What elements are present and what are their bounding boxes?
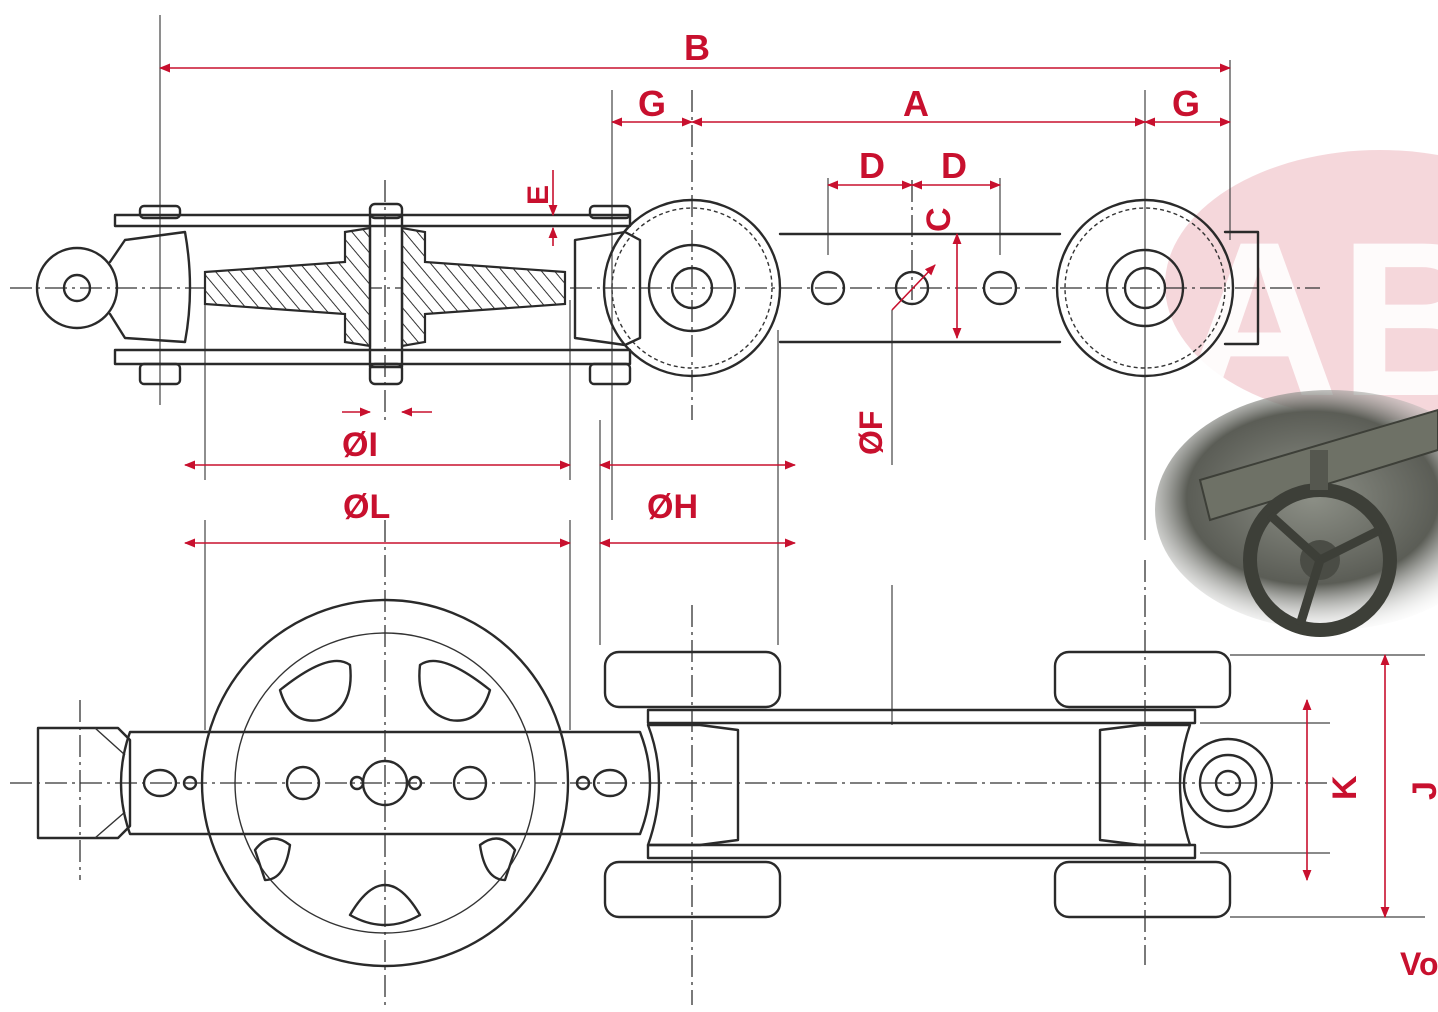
label-A: A bbox=[903, 83, 929, 124]
label-J: J bbox=[1406, 781, 1438, 800]
label-D-left: D bbox=[859, 145, 885, 186]
label-B: B bbox=[684, 27, 710, 68]
label-L: ØL bbox=[343, 488, 390, 526]
label-G-left: G bbox=[638, 83, 666, 124]
top-view bbox=[10, 90, 1320, 420]
chain-photo-inset bbox=[1155, 390, 1438, 637]
label-H: ØH bbox=[647, 488, 698, 526]
label-K: K bbox=[1326, 775, 1364, 800]
dimension-labels: B G A G D D E C ØF ØI ØL ØH K J Vo bbox=[342, 27, 1438, 982]
label-C: C bbox=[920, 207, 958, 232]
label-I: ØI bbox=[342, 426, 378, 464]
bottom-view bbox=[10, 520, 1330, 1010]
label-D-right: D bbox=[941, 145, 967, 186]
dimension-lines bbox=[158, 63, 1390, 919]
label-F: ØF bbox=[853, 411, 889, 455]
label-G-right: G bbox=[1172, 83, 1200, 124]
label-E: E bbox=[522, 185, 555, 205]
corner-text: Vo bbox=[1400, 946, 1438, 982]
